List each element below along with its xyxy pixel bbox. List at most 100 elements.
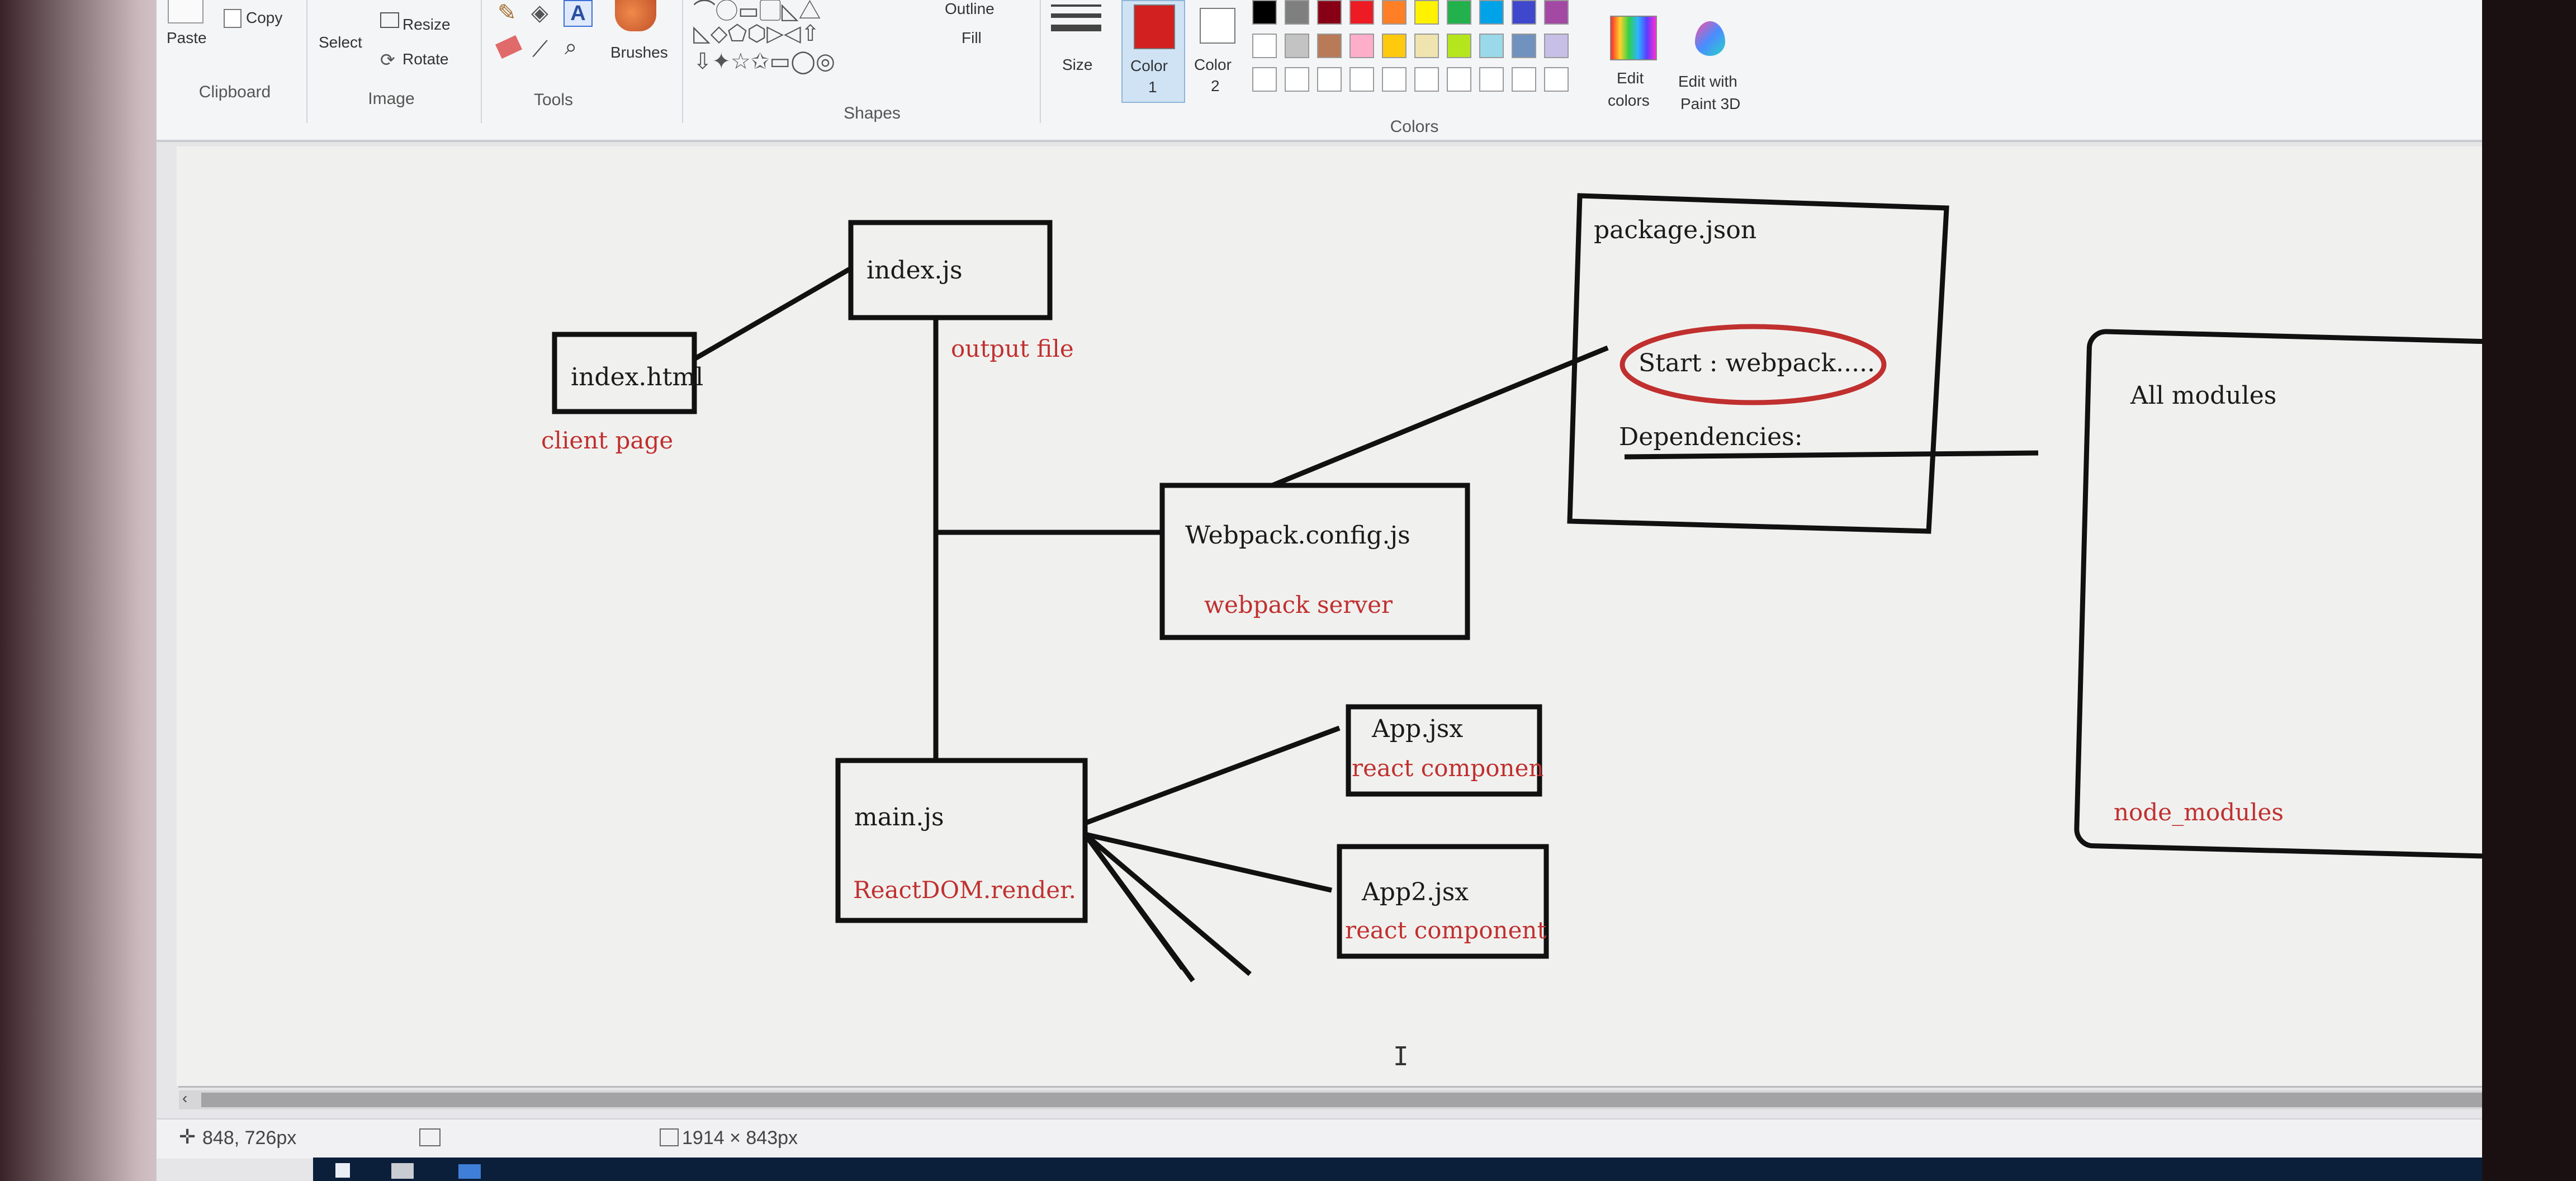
node-modules-title: All modules (2130, 381, 2276, 410)
palette-swatch[interactable] (1414, 67, 1439, 92)
paint3d-icon[interactable] (1695, 21, 1725, 56)
palette-swatch[interactable] (1317, 67, 1342, 92)
text-tool-icon[interactable]: A (564, 0, 593, 27)
palette-swatch[interactable] (1479, 67, 1504, 92)
drawing-canvas[interactable]: index.html client page index.js output f… (177, 147, 2536, 1086)
selection-size-icon (419, 1128, 441, 1146)
color-picker-icon[interactable]: ⟋ (532, 37, 548, 62)
palette-swatch[interactable] (1414, 0, 1439, 25)
index-html-title: index.html (571, 363, 703, 391)
node-modules-box (2074, 329, 2517, 859)
palette-swatch[interactable] (1512, 0, 1536, 25)
taskbar-app-icon[interactable] (458, 1164, 481, 1179)
index-js-note: output file (951, 335, 1074, 362)
briefcase-icon[interactable] (391, 1163, 414, 1179)
edit-colors-line1[interactable]: Edit (1617, 69, 1644, 87)
rotate-button[interactable]: Rotate (402, 50, 449, 68)
package-json-title: package.json (1594, 216, 1756, 244)
start-icon[interactable] (335, 1163, 350, 1178)
palette-swatch[interactable] (1544, 67, 1569, 92)
palette-swatch[interactable] (1349, 34, 1374, 58)
palette-swatch[interactable] (1317, 34, 1342, 58)
palette-swatch[interactable] (1447, 0, 1471, 25)
resize-icon (380, 12, 399, 28)
palette-swatch[interactable] (1252, 0, 1277, 25)
connector-main-extra-3 (1083, 833, 1185, 970)
text-cursor-icon: I (1393, 1041, 1409, 1071)
copy-button[interactable]: Copy (246, 9, 283, 26)
palette-swatch[interactable] (1512, 34, 1536, 58)
palette-swatch[interactable] (1544, 34, 1569, 58)
color1-index: 1 (1148, 78, 1157, 96)
palette-swatch[interactable] (1447, 34, 1471, 58)
palette-swatch[interactable] (1349, 67, 1374, 92)
palette-swatch[interactable] (1285, 34, 1309, 58)
palette-swatch[interactable] (1447, 67, 1471, 92)
connector-webpack-package (1271, 345, 1609, 488)
palette-swatch[interactable] (1414, 34, 1439, 58)
palette-swatch[interactable] (1479, 0, 1504, 25)
node-modules-note: node_modules (2114, 799, 2284, 826)
fill-icon[interactable]: ◈ (531, 1, 548, 25)
palette-swatch[interactable] (1285, 0, 1309, 25)
outline-button[interactable]: Outline (945, 0, 995, 17)
resize-button[interactable]: Resize (402, 16, 451, 33)
palette-swatch[interactable] (1252, 34, 1277, 58)
palette-swatch[interactable] (1382, 67, 1407, 92)
connector-dependencies-modules (1624, 450, 2039, 460)
cursor-position-icon: ✛ (179, 1125, 196, 1148)
palette-swatch[interactable] (1544, 0, 1569, 25)
palette-swatch[interactable] (1382, 0, 1407, 25)
package-json-start: Start : webpack..... (1639, 349, 1875, 377)
brushes-button[interactable]: Brushes (610, 44, 668, 61)
connector-index-html-index-js (693, 266, 853, 361)
palette-swatch[interactable] (1317, 0, 1342, 25)
edit-colors-line2[interactable]: colors (1608, 92, 1650, 109)
fill-button[interactable]: Fill (962, 29, 982, 46)
paint-window: Paste Copy Clipboard Select Resize ⟳ Rot… (157, 0, 2560, 1181)
paste-button[interactable]: Paste (167, 29, 207, 46)
color-palette (1252, 0, 1576, 112)
color2-button[interactable]: Color 2 (1188, 0, 1244, 101)
shapes-gallery-icon[interactable]: ◺◇⬠⬡▷◁⇧ (693, 21, 820, 46)
cursor-position: 848, 726px (202, 1127, 297, 1149)
tools-group-label: Tools (533, 91, 574, 109)
color2-swatch (1200, 8, 1235, 44)
paint3d-line2[interactable]: Paint 3D (1680, 95, 1741, 112)
main-js-note: ReactDOM.render. (853, 876, 1076, 904)
image-group-label: Image (368, 89, 415, 108)
pencil-icon[interactable]: ✎ (498, 1, 517, 25)
size-button[interactable]: Size (1062, 56, 1093, 73)
right-bezel (2482, 0, 2576, 1181)
shapes-gallery-icon[interactable]: ⌒◯▭▢◺△ (693, 0, 821, 23)
palette-swatch[interactable] (1349, 0, 1374, 25)
paste-icon[interactable] (168, 0, 203, 23)
status-bar: ✛ 848, 726px 1914 × 843px (157, 1118, 2560, 1159)
palette-swatch[interactable] (1382, 34, 1407, 58)
connector-main-extra-1 (1083, 832, 1252, 976)
magnifier-icon[interactable]: ⌕ (565, 35, 577, 59)
scroll-left-icon[interactable]: ‹ (182, 1089, 188, 1107)
edit-colors-icon[interactable] (1610, 16, 1657, 60)
shapes-group-label: Shapes (844, 104, 901, 122)
size-line-icon (1051, 25, 1101, 31)
paint3d-line1[interactable]: Edit with (1678, 73, 1737, 90)
shapes-gallery-icon[interactable]: ⇩✦☆✩▭◯◎ (693, 49, 835, 74)
group-separator (682, 0, 683, 123)
eraser-icon[interactable] (495, 35, 523, 59)
color2-label: Color (1194, 56, 1232, 73)
color1-button[interactable]: Color 1 (1121, 0, 1185, 103)
connector-main-app2 (1085, 832, 1332, 893)
horizontal-scrollbar[interactable]: ‹ (179, 1089, 2527, 1109)
palette-swatch[interactable] (1479, 34, 1504, 58)
start-script-ellipse (1620, 324, 1887, 405)
palette-swatch[interactable] (1252, 67, 1277, 92)
select-button[interactable]: Select (319, 34, 362, 51)
package-json-dependencies: Dependencies: (1619, 423, 1803, 451)
app-jsx-note: react componen (1352, 754, 1544, 782)
brush-icon[interactable] (615, 0, 656, 31)
horizontal-scroll-thumb[interactable] (201, 1093, 2482, 1107)
palette-swatch[interactable] (1512, 67, 1536, 92)
webpack-config-title: Webpack.config.js (1185, 521, 1410, 550)
palette-swatch[interactable] (1285, 67, 1309, 92)
